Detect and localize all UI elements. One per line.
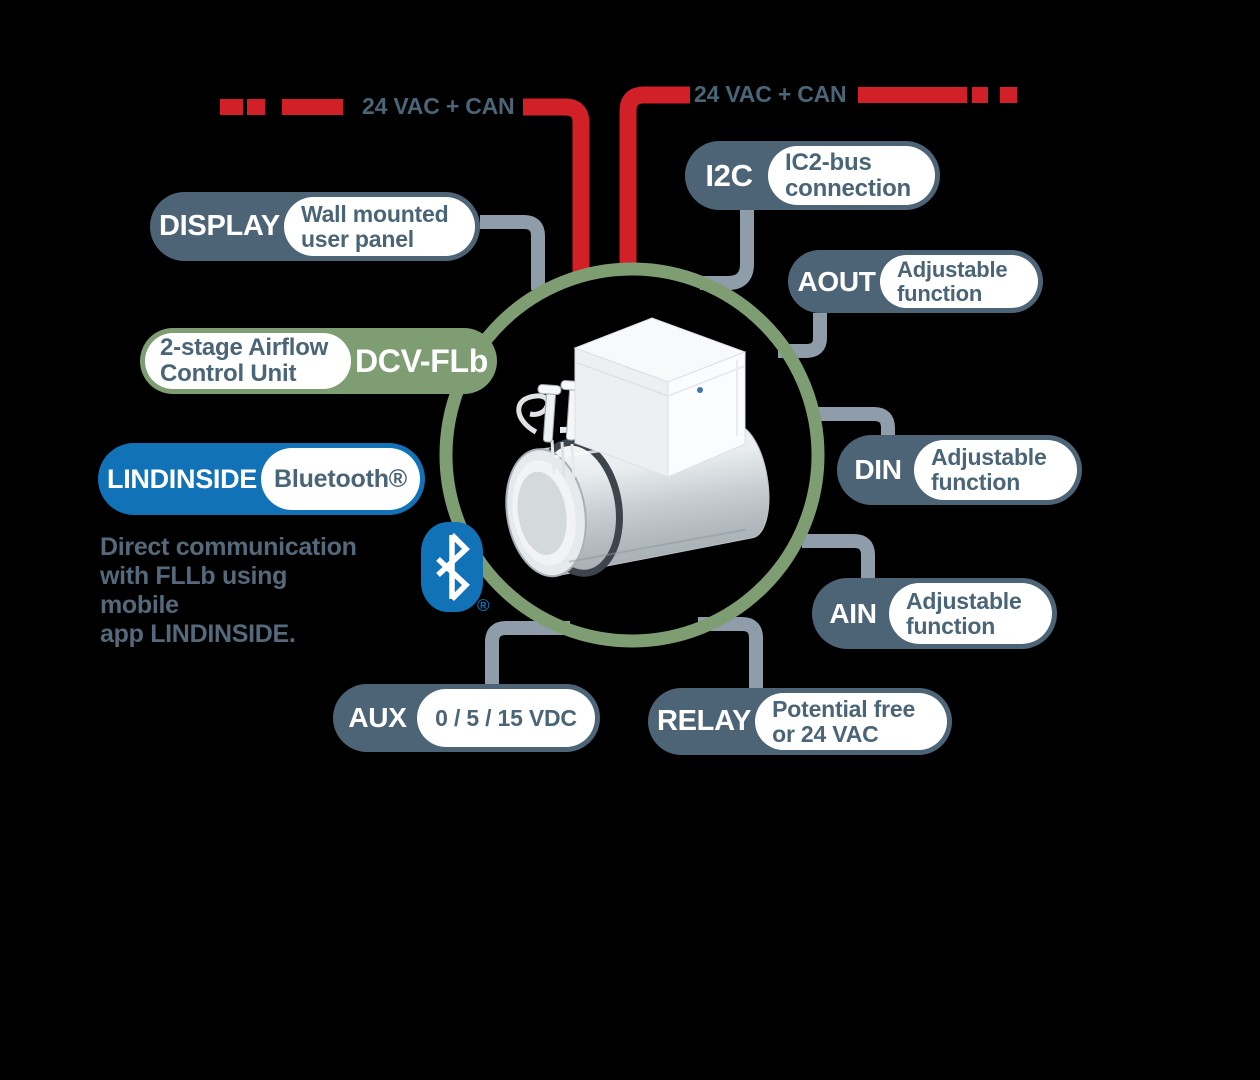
- cable-dash: [282, 99, 343, 115]
- connector-din-line: [812, 407, 895, 440]
- product-ring: [439, 262, 825, 648]
- box-led: [697, 387, 703, 393]
- port-desc: Wall mounted user panel: [283, 197, 475, 256]
- port-pill-display: DISPLAY Wall mounted user panel: [150, 192, 480, 261]
- probe-cap: [537, 384, 562, 396]
- sensor-rod: [560, 441, 566, 477]
- port-pill-aux: AUX 0 / 5 / 15 VDC: [333, 684, 600, 752]
- port-desc: Adjustable function: [880, 255, 1038, 308]
- port-pill-din: DIN Adjustable function: [837, 435, 1082, 505]
- cable-dash: [972, 87, 988, 103]
- port-desc: 0 / 5 / 15 VDC: [417, 689, 595, 747]
- port-label: DIN: [854, 454, 902, 485]
- cable-dash: [247, 99, 265, 115]
- bluetooth-registered-mark: ®: [477, 596, 490, 615]
- app-desc: Bluetooth®: [261, 448, 420, 510]
- connector-display-line: [480, 215, 545, 290]
- connector-aout-line: [778, 313, 827, 358]
- product-name-pill: 2-stage Airflow Control Unit DCV-FLb: [140, 328, 497, 394]
- port-desc: IC2-bus connection: [768, 146, 935, 205]
- power-cable-left: [220, 98, 590, 272]
- bluetooth-icon: [421, 522, 483, 612]
- connector-i2c-line: [700, 210, 754, 290]
- product-name: 2-stage Airflow Control Unit: [145, 333, 351, 389]
- product-illustration: [505, 317, 770, 578]
- sensor-rod: [550, 439, 556, 475]
- control-box-front: [667, 351, 746, 478]
- bluetooth-icon-graphic: [421, 522, 483, 612]
- port-desc: Potential free or 24 VAC: [755, 693, 947, 750]
- port-label: AIN: [829, 597, 877, 629]
- duct-shadow-line: [568, 528, 747, 563]
- cable-dash: [1000, 87, 1017, 103]
- port-label: AOUT: [797, 265, 876, 297]
- cable-dash: [220, 99, 243, 115]
- connector-ain-line: [802, 534, 875, 583]
- port-connectors: [480, 210, 895, 692]
- port-pill-aout: AOUT Adjustable function: [788, 250, 1043, 313]
- port-pill-i2c: I2C IC2-bus connection: [685, 141, 940, 210]
- bluetooth-rune: [436, 533, 470, 601]
- box-seam: [667, 365, 746, 397]
- port-label: AUX: [348, 702, 407, 733]
- port-pill-ain: AIN Adjustable function: [812, 578, 1057, 649]
- sensor-wire-loop: [516, 393, 551, 435]
- port-desc: Adjustable function: [889, 583, 1052, 644]
- port-label: DISPLAY: [159, 210, 280, 242]
- box-seam: [574, 361, 669, 397]
- product-model: DCV-FLb: [355, 342, 488, 379]
- app-label: LINDINSIDE: [107, 463, 258, 494]
- connector-aux-line: [485, 621, 570, 690]
- connector-relay-line: [698, 617, 763, 692]
- cable-line: [523, 98, 590, 272]
- sensor-rod: [570, 443, 576, 479]
- note-text: Direct communication with FLLb using mob…: [100, 533, 357, 648]
- app-pill-lindinside: LINDINSIDE Bluetooth®: [98, 443, 425, 515]
- power-cable-right: [619, 86, 1017, 272]
- duct-opening-inner: [517, 471, 567, 555]
- port-desc: Adjustable function: [914, 440, 1077, 500]
- port-label: I2C: [705, 157, 753, 193]
- power-label-left: 24 VAC + CAN: [362, 93, 515, 119]
- cable-dash: [858, 87, 967, 103]
- port-label: RELAY: [657, 705, 752, 737]
- port-pill-relay: RELAY Potential free or 24 VAC: [648, 688, 952, 755]
- cable-line: [619, 86, 690, 272]
- power-label-right: 24 VAC + CAN: [694, 81, 847, 107]
